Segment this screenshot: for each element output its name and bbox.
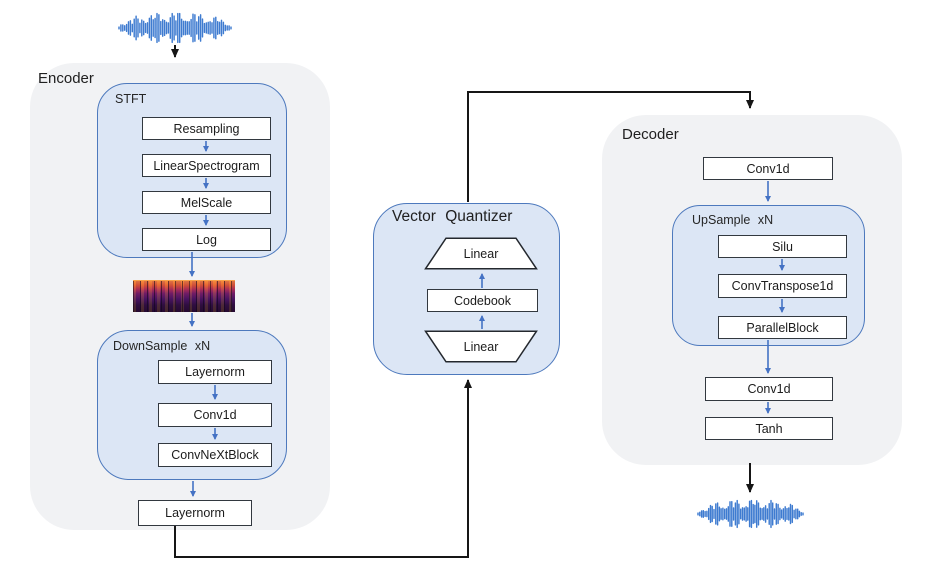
trapezoid-shape <box>424 237 538 270</box>
decoder-post-conv1d: Conv1d <box>705 377 833 401</box>
downsample-step-conv1d: Conv1d <box>158 403 272 427</box>
encoder-output-layernorm: Layernorm <box>138 500 252 526</box>
upsample-step-parallelblock: ParallelBlock <box>718 316 847 339</box>
upsample-step-silu: Silu <box>718 235 847 258</box>
vq-linear-bottom-label: Linear <box>463 339 499 354</box>
decoder-label: Decoder <box>622 126 679 143</box>
upsample-step-convtranspose1d: ConvTranspose1d <box>718 274 847 298</box>
vq-linear-top-block: Linear <box>424 237 538 270</box>
stft-step-log: Log <box>142 228 271 251</box>
vq-linear-bottom-block: Linear <box>424 330 538 363</box>
stft-step-resampling: Resampling <box>142 117 271 140</box>
stft-step-linearspectrogram: LinearSpectrogram <box>142 154 271 177</box>
vq-codebook-block: Codebook <box>427 289 538 312</box>
decoder-input-conv1d: Conv1d <box>703 157 833 180</box>
mel-spectrogram-image <box>133 280 235 312</box>
vq-linear-top-label: Linear <box>463 246 499 261</box>
downsample-label: DownSample xN <box>113 339 211 353</box>
encoder-label: Encoder <box>38 70 94 87</box>
downsample-step-convnextblock: ConvNeXtBlock <box>158 443 272 467</box>
downsample-step-layernorm: Layernorm <box>158 360 272 384</box>
stft-label: STFT <box>115 92 147 106</box>
upsample-label: UpSample xN <box>692 213 774 227</box>
vector-quantizer-label: Vector Quantizer <box>392 208 513 225</box>
trapezoid-shape <box>424 330 538 363</box>
decoder-post-tanh: Tanh <box>705 417 833 440</box>
stft-step-melscale: MelScale <box>142 191 271 214</box>
input-audio-waveform-icon <box>118 12 232 44</box>
output-audio-waveform-icon <box>697 499 804 529</box>
